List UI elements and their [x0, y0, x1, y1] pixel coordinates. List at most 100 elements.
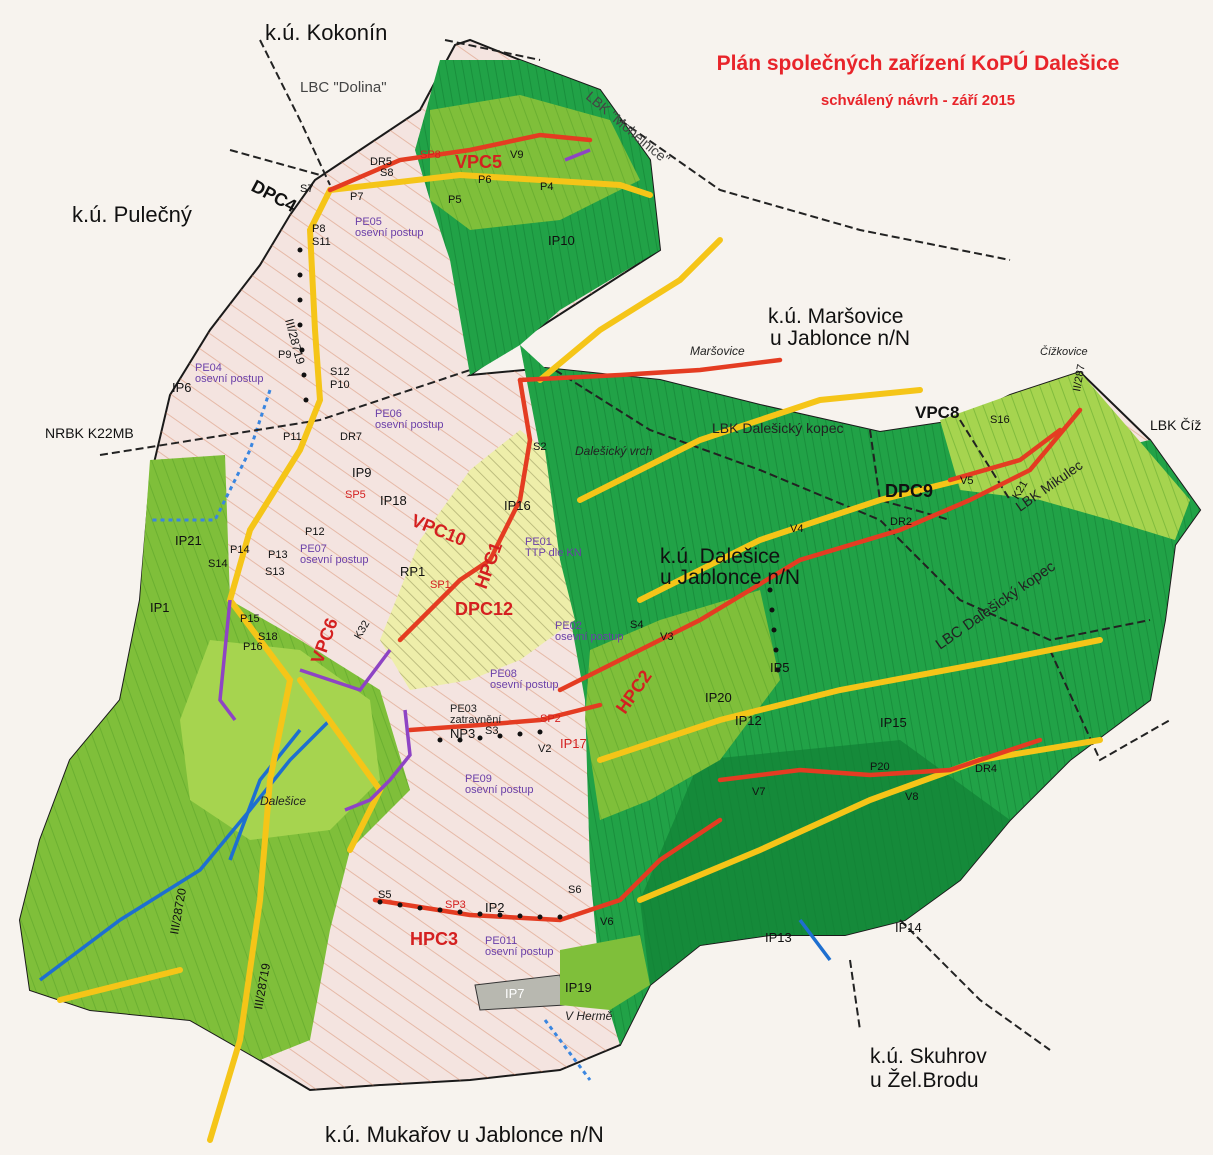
- dr-label: DR7: [340, 431, 362, 443]
- ip19-block: [560, 935, 650, 1010]
- pe-block-code: PE011: [485, 935, 517, 947]
- feature-dpc4: DPC4: [248, 176, 300, 216]
- ip-label: IP1: [150, 600, 170, 615]
- streams: [38, 718, 832, 982]
- purple-lines: [218, 148, 591, 812]
- cadastral-label-skuhrov-1: k.ú. Skuhrov: [870, 1045, 987, 1068]
- ip-label: IP13: [765, 930, 792, 945]
- cadastral-label-pulecny: k.ú. Pulečný: [72, 202, 192, 227]
- s-label: S5: [378, 889, 391, 901]
- pe-block-desc: zatravnění: [450, 714, 501, 726]
- s-label: S14: [208, 558, 228, 570]
- feature-vpc5: VPC5: [455, 152, 502, 172]
- pe-block-desc: osevní postup: [485, 946, 554, 958]
- pe-block-desc: osevní postup: [555, 631, 624, 643]
- ip-label: IP6: [172, 380, 192, 395]
- p-label: P9: [278, 349, 291, 361]
- ip-label: IP2: [485, 900, 505, 915]
- pe-block-code: PE02: [555, 620, 582, 632]
- p-label: P6: [478, 174, 491, 186]
- page-title: Plán společných zařízení KoPÚ Dalešice: [716, 52, 1120, 75]
- p-label: P8: [312, 223, 325, 235]
- cadastral-label-dalesice-1: k.ú. Dalešice: [660, 545, 780, 568]
- p-label: P20: [870, 761, 890, 773]
- dr-label: DR2: [890, 516, 912, 528]
- eco-label-nrbk: NRBK K22MB: [45, 425, 134, 441]
- v-label: V3: [660, 631, 673, 643]
- pe-block-desc: osevní postup: [465, 784, 534, 796]
- s-label: S12: [330, 366, 350, 378]
- sp-label: SP5: [345, 489, 366, 501]
- pe-block-code: PE03: [450, 703, 477, 715]
- sp-label: SP2: [540, 713, 561, 725]
- eco-label-dalesicky-vrch: Dalešický vrch: [575, 444, 653, 458]
- s-label: S16: [990, 414, 1010, 426]
- pe-block-desc: osevní postup: [375, 419, 444, 431]
- cadastral-label-mukarov: k.ú. Mukařov u Jablonce n/N: [325, 1122, 604, 1147]
- sp-label: SP1: [430, 579, 451, 591]
- dot-boundaries: [297, 247, 781, 920]
- ip-label: IP19: [565, 980, 592, 995]
- dr-label: DR5: [370, 156, 392, 168]
- p-label: P12: [305, 526, 325, 538]
- eco-label-v-herme: V Hermě: [565, 1009, 613, 1023]
- sp-label: SP8: [420, 149, 441, 161]
- pe-block-code: PE09: [465, 773, 492, 785]
- ip-label: IP20: [705, 690, 732, 705]
- pe-block-desc: TTP dle KN: [525, 547, 582, 559]
- ip-label: IP17: [560, 736, 587, 751]
- pe-block-code: PE06: [375, 408, 402, 420]
- v-label: V7: [752, 786, 765, 798]
- boundaries: [99, 39, 1171, 1051]
- road-label: II/287: [1071, 363, 1088, 392]
- s-label: S4: [630, 619, 643, 631]
- dr-label: DR4: [975, 763, 997, 775]
- eco-label-lbk-ciz: LBK Číž: [1150, 417, 1201, 433]
- ip-label: IP16: [504, 498, 531, 513]
- ip-label: IP10: [548, 233, 575, 248]
- v-label: V8: [905, 791, 918, 803]
- feature-dpc9: DPC9: [885, 481, 933, 501]
- s-label: S13: [265, 566, 285, 578]
- p-label: P15: [240, 613, 260, 625]
- ip-label: IP14: [895, 920, 922, 935]
- eco-label-dalesice-village: Dalešice: [260, 794, 306, 808]
- eco-label-marsovice: Maršovice: [690, 344, 745, 358]
- v-label: V4: [790, 523, 803, 535]
- sp-label: SP3: [445, 899, 466, 911]
- cadastral-label-kokonin: k.ú. Kokonín: [265, 20, 387, 45]
- ip-label: IP15: [880, 715, 907, 730]
- feature-vpc8: VPC8: [915, 403, 959, 422]
- p-label: P10: [330, 379, 350, 391]
- s-label: S18: [258, 631, 278, 643]
- np-label: NP3: [450, 726, 475, 741]
- ip-label: IP5: [770, 660, 790, 675]
- p-label: P7: [350, 191, 363, 203]
- eco-label-lbk-dalesicky: LBK Dalešický kopec: [712, 420, 844, 436]
- pe-block-code: PE05: [355, 216, 382, 228]
- p-label: P13: [268, 549, 288, 561]
- s-label: S6: [568, 884, 581, 896]
- ip-label: IP12: [735, 713, 762, 728]
- roads-red: [327, 132, 1083, 923]
- pe-block-desc: osevní postup: [195, 373, 264, 385]
- s-label: S7: [300, 183, 313, 195]
- s-label: S3: [485, 725, 498, 737]
- pe-block-desc: osevní postup: [355, 227, 424, 239]
- feature-dpc12: DPC12: [455, 599, 513, 619]
- feature-hpc3: HPC3: [410, 929, 458, 949]
- cadastral-label-dalesice-2: u Jablonce n/N: [660, 566, 800, 589]
- roads-yellow: [57, 172, 1103, 1143]
- s-label: S11: [312, 236, 331, 248]
- ip-label: IP9: [352, 465, 372, 480]
- ip-label: IP21: [175, 533, 202, 548]
- cadastral-label-marsovice-1: k.ú. Maršovice: [768, 305, 903, 328]
- rp-label: RP1: [400, 564, 425, 579]
- eco-label-lbc-dolina: LBC "Dolina": [300, 79, 387, 96]
- cadastral-label-skuhrov-2: u Žel.Brodu: [870, 1069, 979, 1092]
- v-label: V5: [960, 475, 973, 487]
- pe-block-code: PE01: [525, 536, 552, 548]
- v-label: V2: [538, 743, 551, 755]
- ip-label: IP18: [380, 493, 407, 508]
